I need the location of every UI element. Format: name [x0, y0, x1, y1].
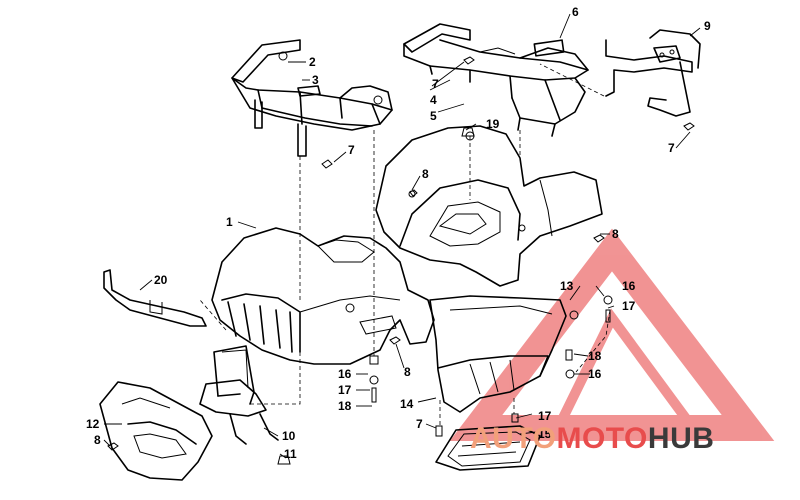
- callout-8-front-fender: 8: [404, 365, 411, 379]
- callout-11: 11: [284, 447, 297, 461]
- callout-12: 12: [86, 417, 100, 431]
- svg-text:AUTOMOTOHUB: AUTOMOTOHUB: [470, 422, 714, 455]
- callout-6: 6: [572, 5, 579, 19]
- callout-17-left: 17: [338, 383, 352, 397]
- callout-20: 20: [154, 273, 168, 287]
- footwell-panel: [429, 295, 567, 413]
- side-rail: [103, 269, 207, 327]
- callout-4: 4: [430, 93, 437, 107]
- front-rack: [231, 39, 393, 157]
- callout-7-rear-rack: 7: [432, 77, 439, 91]
- watermark-auto: AUTO: [470, 422, 556, 455]
- callout-10: 10: [282, 429, 296, 443]
- watermark-logo-icon: [449, 228, 775, 441]
- callout-18-left: 18: [338, 399, 352, 413]
- brush-guard: [199, 345, 279, 445]
- rear-rack: [403, 23, 589, 137]
- callout-8-side: 8: [612, 227, 619, 241]
- callout-7-bracket: 7: [668, 141, 675, 155]
- callout-leader-lines: [103, 13, 701, 459]
- callout-17-bottom: 17: [538, 409, 552, 423]
- callout-18-right: 18: [588, 349, 602, 363]
- callout-1: 1: [226, 215, 233, 229]
- watermark-moto: MOTO: [556, 422, 647, 455]
- callout-7-front-rack: 7: [348, 143, 355, 157]
- rear-bumper-bracket: [605, 29, 701, 117]
- hardware-icons: [107, 56, 695, 465]
- front-bumper: [99, 381, 213, 481]
- callout-16-left: 16: [338, 367, 352, 381]
- callout-15: 15: [538, 427, 552, 441]
- callout-3: 3: [312, 73, 319, 87]
- callout-13: 13: [560, 279, 574, 293]
- callout-19: 19: [486, 117, 500, 131]
- callout-16-right-bottom: 16: [588, 367, 602, 381]
- callout-14: 14: [400, 397, 414, 411]
- label-plate-3: [297, 85, 321, 97]
- watermark-text: AUTOMOTOHUB: [470, 422, 714, 455]
- callout-5: 5: [430, 109, 437, 123]
- callout-8-rear-fender: 8: [422, 167, 429, 181]
- assembly-guide-lines: [199, 63, 611, 426]
- skid-plate: [435, 425, 541, 471]
- callout-8-bumper: 8: [94, 433, 101, 447]
- callout-17-right-top: 17: [622, 299, 636, 313]
- callout-7-skid: 7: [416, 417, 423, 431]
- callout-9: 9: [704, 19, 711, 33]
- callout-labels: 1 2 3 4 5 6 7 7 7 7 8 8 8 8 9 10 11 12 1…: [86, 5, 711, 461]
- rear-fender-body: [375, 125, 603, 287]
- callout-16-right-top: 16: [622, 279, 636, 293]
- label-plate-6: [533, 39, 565, 57]
- callout-2: 2: [309, 55, 316, 69]
- watermark-hub: HUB: [648, 422, 715, 455]
